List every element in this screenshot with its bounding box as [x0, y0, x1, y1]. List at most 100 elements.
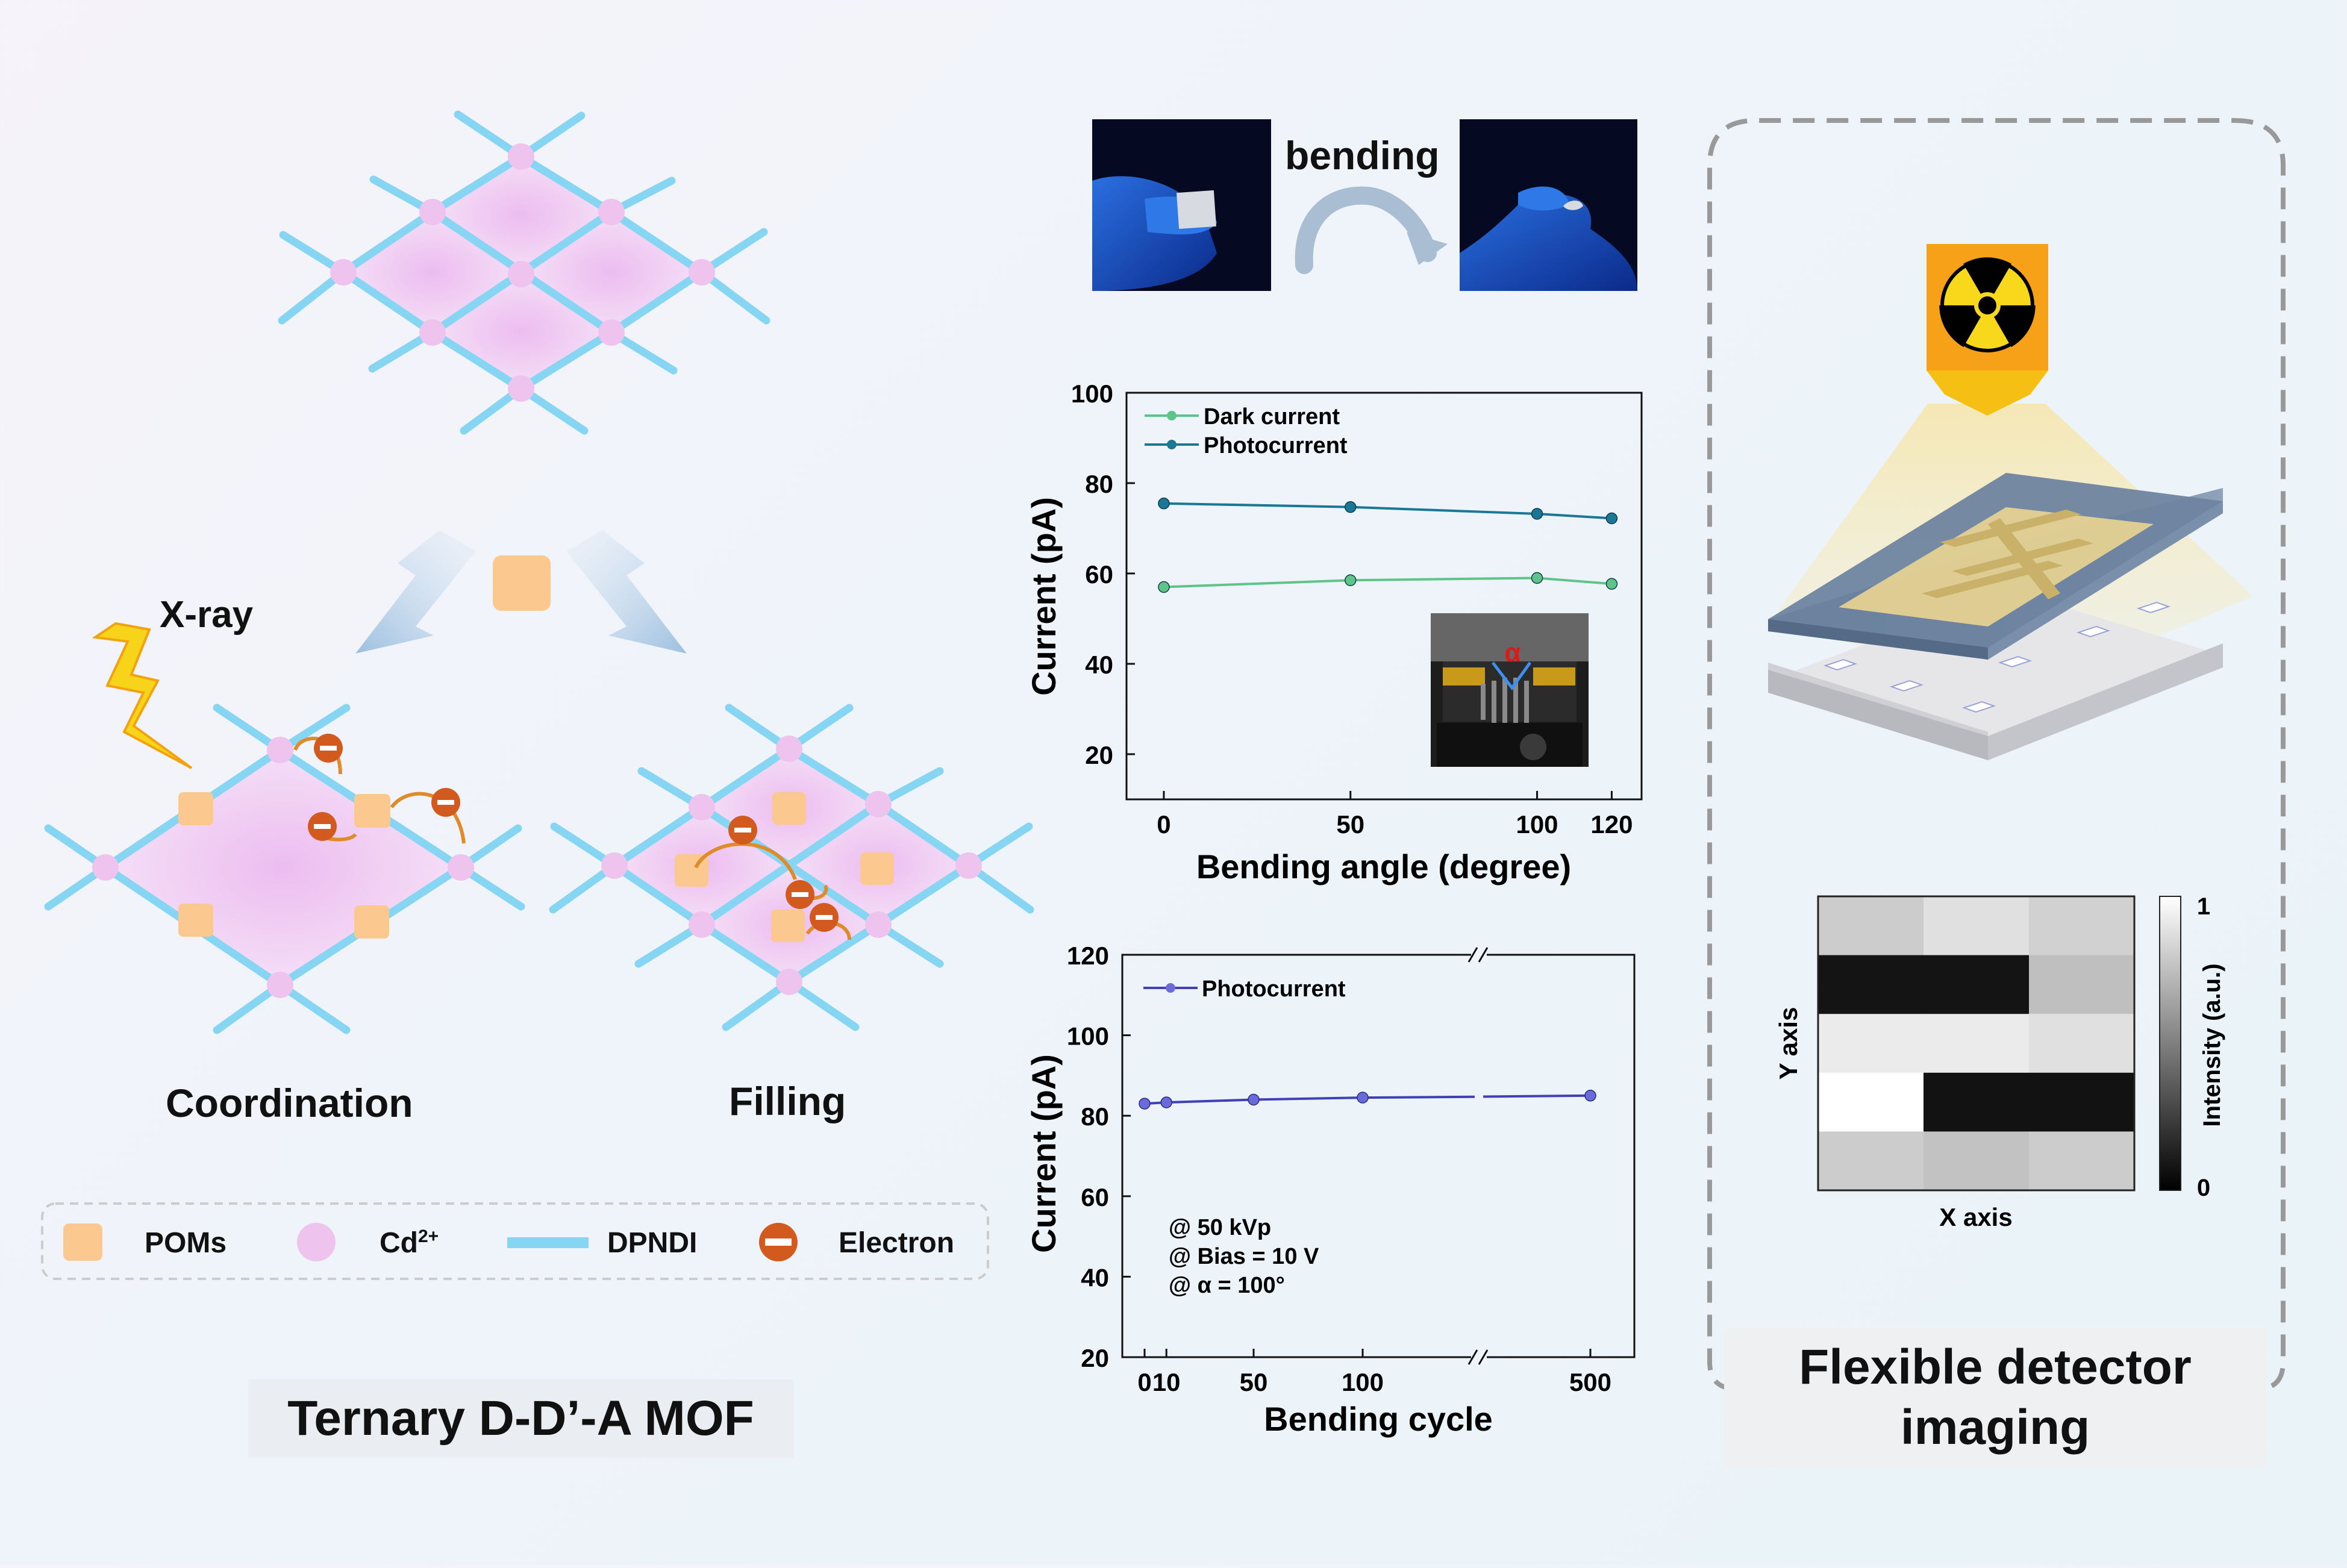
x-tick-label: 100 — [1342, 1368, 1384, 1396]
x-axis-label: Bending cycle — [1264, 1400, 1493, 1438]
heatmap-cell — [1924, 896, 2030, 956]
axis-break-marks — [1467, 947, 1489, 1365]
legend-dpndi-label: DPNDI — [607, 1227, 698, 1259]
chart-frame — [1121, 954, 1636, 1358]
y-tick-label: 80 — [1085, 470, 1113, 498]
series-line-0 — [1144, 1096, 1363, 1105]
pixel-pads — [1823, 601, 2171, 713]
chart-annotation: @ 50 kVp — [1169, 1215, 1271, 1240]
chart-annotation: @ Bias = 10 V — [1169, 1244, 1319, 1269]
bending-arrow — [1295, 186, 1437, 274]
heatmap-cell — [1924, 955, 2030, 1014]
data-point — [1531, 572, 1543, 584]
heatmap-cell — [1818, 1072, 1924, 1132]
heatmap-cell — [1818, 1131, 1924, 1191]
heatmap-cell — [2029, 955, 2135, 1014]
data-point — [1160, 1096, 1172, 1108]
colorbar — [2159, 896, 2181, 1191]
y-tick-label: 40 — [1081, 1263, 1109, 1292]
legend-marker — [1166, 983, 1175, 993]
detector-title-line1: Flexible detector — [1799, 1340, 2192, 1395]
data-point — [1531, 508, 1543, 520]
imaging-heatmap: 1 0 Intensity (a.u.) X axis Y axis — [1774, 893, 2225, 1231]
y-tick-label: 100 — [1071, 380, 1113, 408]
xray-lightning-icon — [92, 622, 193, 769]
heatmap-y-label: Y axis — [1774, 1007, 1802, 1080]
x-tick-label: 10 — [1152, 1368, 1181, 1396]
inset-bending-photo: α — [1431, 613, 1589, 767]
heatmap-cell — [1818, 955, 1924, 1014]
legend-label: Dark current — [1204, 404, 1340, 429]
colorbar-max-label: 1 — [2197, 893, 2210, 920]
cd-text: Cd — [380, 1227, 418, 1259]
bending-label: bending — [1285, 133, 1440, 178]
x-tick-label: 0 — [1137, 1368, 1151, 1396]
coordination-label: Coordination — [166, 1081, 413, 1125]
electron-icons — [728, 816, 839, 932]
y-tick-label: 80 — [1081, 1102, 1109, 1131]
pom-clusters — [675, 792, 894, 942]
cd-superscript: 2+ — [417, 1226, 439, 1246]
heatmap-cell — [1924, 1014, 2030, 1073]
legend-cd-label: Cd2+ — [380, 1226, 439, 1260]
flexible-detector-device — [1768, 473, 2223, 760]
heatmap-cell — [2029, 896, 2135, 956]
data-point — [1139, 1098, 1151, 1110]
heatmap-cell — [1924, 1131, 2030, 1191]
y-tick-label: 120 — [1067, 942, 1109, 970]
data-point — [1357, 1092, 1369, 1104]
heatmap-x-label: X axis — [1939, 1203, 2012, 1231]
legend-label: Photocurrent — [1204, 433, 1348, 458]
y-tick-label: 20 — [1081, 1344, 1109, 1372]
chart-annotation: @ α = 100° — [1169, 1273, 1285, 1298]
legend-electron-label: Electron — [839, 1227, 955, 1259]
colorbar-min-label: 0 — [2197, 1175, 2210, 1201]
heatmap-cell — [1818, 896, 1924, 956]
data-point — [1248, 1093, 1260, 1106]
x-tick-label: 50 — [1240, 1368, 1268, 1396]
arrow-to-filling — [566, 530, 687, 654]
x-tick-label: 500 — [1569, 1368, 1611, 1396]
top-mof-lattice — [278, 110, 770, 435]
heatmap-cell — [2029, 1131, 2135, 1191]
y-axis-label: Current (pA) — [1025, 497, 1063, 696]
data-point — [1344, 574, 1357, 586]
inset-alpha-label: α — [1504, 638, 1520, 667]
detector-title-line2: imaging — [1900, 1400, 2090, 1455]
series-line-segment — [1483, 1094, 1591, 1098]
cd-circle-icon — [297, 1223, 336, 1261]
filling-lattice — [549, 704, 1034, 1031]
y-tick-label: 20 — [1085, 741, 1113, 769]
x-tick-label: 100 — [1516, 810, 1558, 839]
detector-title-box — [1724, 1328, 2266, 1467]
x-axis-label: Bending angle (degree) — [1196, 848, 1571, 886]
interdigitated-electrodes — [1922, 510, 2093, 599]
y-tick-label: 60 — [1085, 560, 1113, 589]
y-tick-label: 100 — [1067, 1022, 1109, 1051]
detector-panel-border — [1707, 118, 2286, 1391]
data-point — [1158, 498, 1170, 510]
cd-nodes — [330, 143, 715, 402]
mof-title-box — [248, 1379, 793, 1458]
data-point — [1344, 501, 1357, 513]
series-line-1 — [1163, 502, 1612, 520]
colorbar-label: Intensity (a.u.) — [2199, 963, 2225, 1126]
arrow-to-coordination — [355, 530, 476, 654]
x-tick-label: 0 — [1157, 810, 1170, 839]
y-tick-label: 40 — [1085, 651, 1113, 679]
legend-label: Photocurrent — [1202, 976, 1346, 1002]
x-tick-label: 50 — [1336, 810, 1364, 839]
pom-square-icon — [493, 555, 551, 611]
lattice-cell — [105, 750, 461, 985]
y-axis-label: Current (pA) — [1025, 1054, 1063, 1253]
chart-frame — [1125, 392, 1643, 801]
mof-title: Ternary D-D’-A MOF — [287, 1391, 754, 1446]
bending-photos — [1092, 119, 1637, 291]
data-point — [1158, 581, 1170, 593]
heatmap-cell — [2029, 1014, 2135, 1073]
minus-sign — [765, 1238, 792, 1246]
legend-pom-label: POMs — [145, 1227, 227, 1259]
heatmap-frame — [1817, 895, 2136, 1192]
